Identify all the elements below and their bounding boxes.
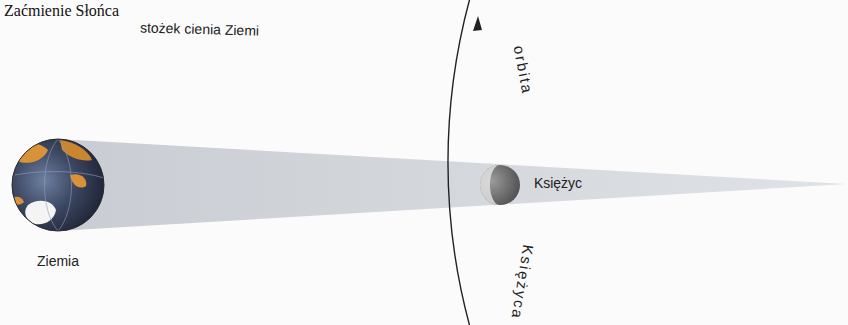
moon — [480, 165, 520, 205]
shadow-cone — [58, 139, 846, 231]
orbit-arrowhead — [473, 16, 482, 31]
earth-label: Ziemia — [37, 254, 79, 269]
diagram-title: Zaćmienie Słońca — [4, 2, 119, 20]
moon-orbit — [448, 0, 470, 325]
moon-label: Księżyc — [534, 176, 582, 191]
earth — [10, 139, 104, 231]
